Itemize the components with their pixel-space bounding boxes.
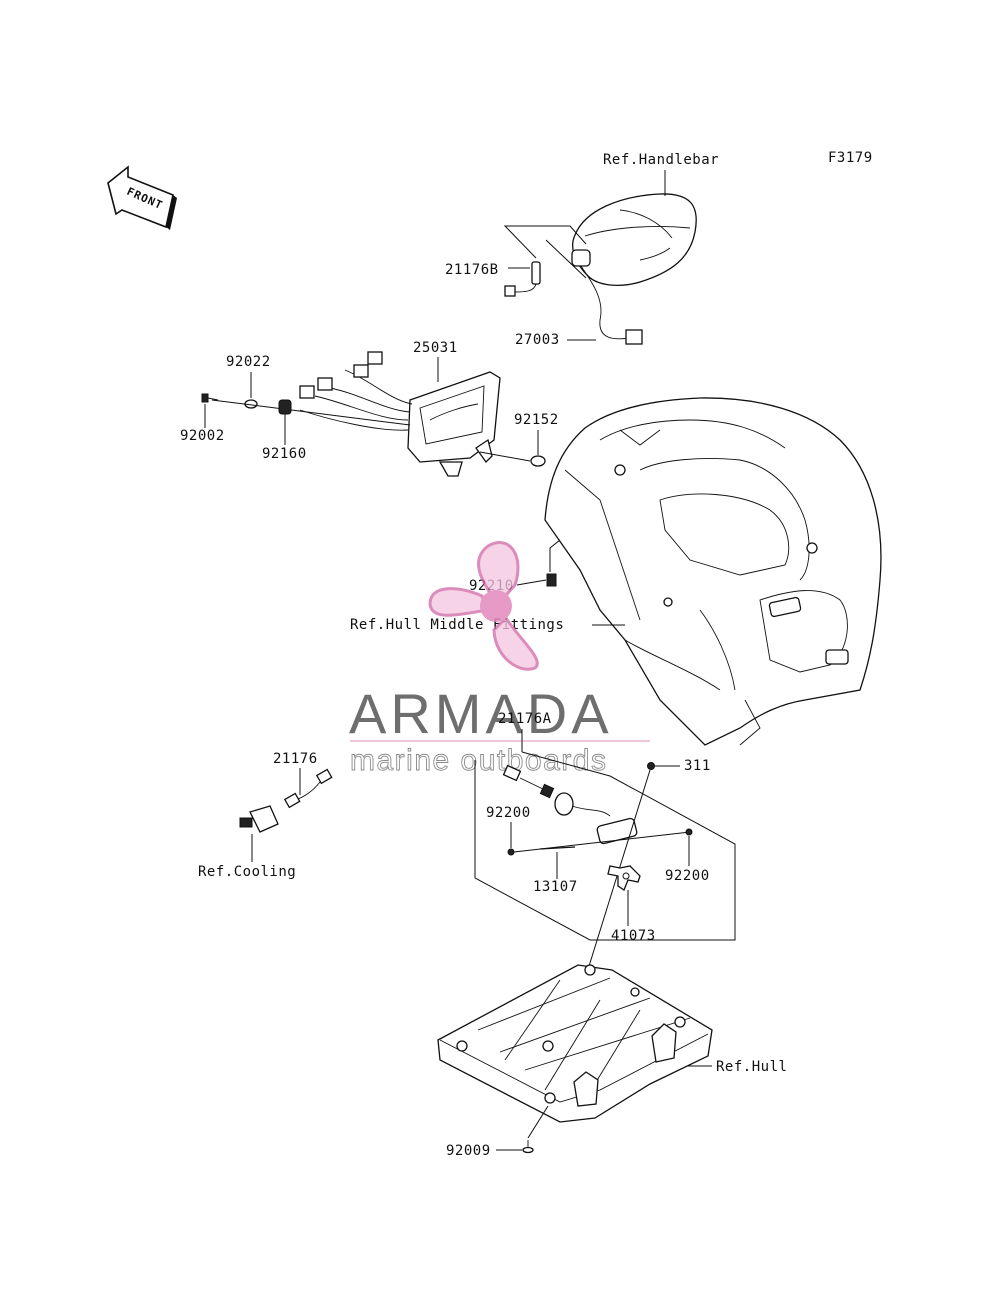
propeller-logo-icon [428, 540, 539, 671]
part-label-21176: 21176 [273, 751, 318, 767]
sensor-21176B-part [504, 261, 541, 297]
leader-92002-axis [211, 399, 411, 426]
part-label-92002: 92002 [180, 428, 225, 444]
part-label-311: 311 [684, 758, 711, 774]
nut-311-part [647, 762, 655, 770]
pin-13107-part [539, 846, 576, 850]
front-arrow-icon: FRONT [107, 165, 177, 230]
leader-92152-axis [479, 451, 531, 462]
handlebar-cover-part [572, 193, 697, 287]
leader-92210 [516, 579, 547, 586]
assembly-bracket [474, 751, 736, 941]
watermark-tagline: marine outboards [350, 744, 607, 777]
bolt-92002-part [201, 393, 219, 403]
part-label-92009: 92009 [446, 1143, 491, 1159]
diagram-code: F3179 [828, 150, 873, 166]
part-label-92022: 92022 [226, 354, 271, 370]
screw-92009-part [522, 1140, 534, 1154]
hull-middle-fittings-part [544, 397, 882, 746]
ref-cooling-label: Ref.Cooling [198, 864, 296, 880]
watermark-brand: ARMADA [349, 682, 613, 745]
part-label-27003: 27003 [515, 332, 560, 348]
leader-92009-axis [527, 1105, 549, 1139]
leader-21176B-bracket-2 [545, 239, 587, 279]
part-label-21176B: 21176B [445, 262, 499, 278]
washer-92200-right-part [685, 828, 693, 836]
watermark-divider [350, 740, 650, 742]
part-label-13107: 13107 [533, 879, 578, 895]
part-label-92200-right: 92200 [665, 868, 710, 884]
hull-plate-part [437, 964, 713, 1123]
washer-92152-part [530, 455, 546, 467]
leader-21176B-bracket [503, 225, 587, 259]
meter-25031-part [299, 351, 501, 477]
grommet-92160-part [278, 399, 292, 415]
switch-27003-part [571, 249, 643, 345]
part-label-92152: 92152 [514, 412, 559, 428]
clip-92210-part [546, 573, 557, 587]
ref-hull-middle-label: Ref.Hull Middle Fittings [350, 617, 564, 633]
part-label-41073: 41073 [611, 928, 656, 944]
washer-92200-left-part [507, 848, 515, 856]
sensor-21176A-part [502, 764, 638, 845]
ref-hull-label: Ref.Hull [716, 1059, 787, 1075]
part-label-92160: 92160 [262, 446, 307, 462]
sensor-21176-part [239, 768, 333, 833]
leader-92210-up [549, 539, 561, 572]
part-label-21176A: 21176A [498, 711, 552, 727]
part-label-25031: 25031 [413, 340, 458, 356]
ref-handlebar-label: Ref.Handlebar [603, 152, 719, 168]
impeller-41073-part [607, 865, 641, 891]
part-label-92200-left: 92200 [486, 805, 531, 821]
